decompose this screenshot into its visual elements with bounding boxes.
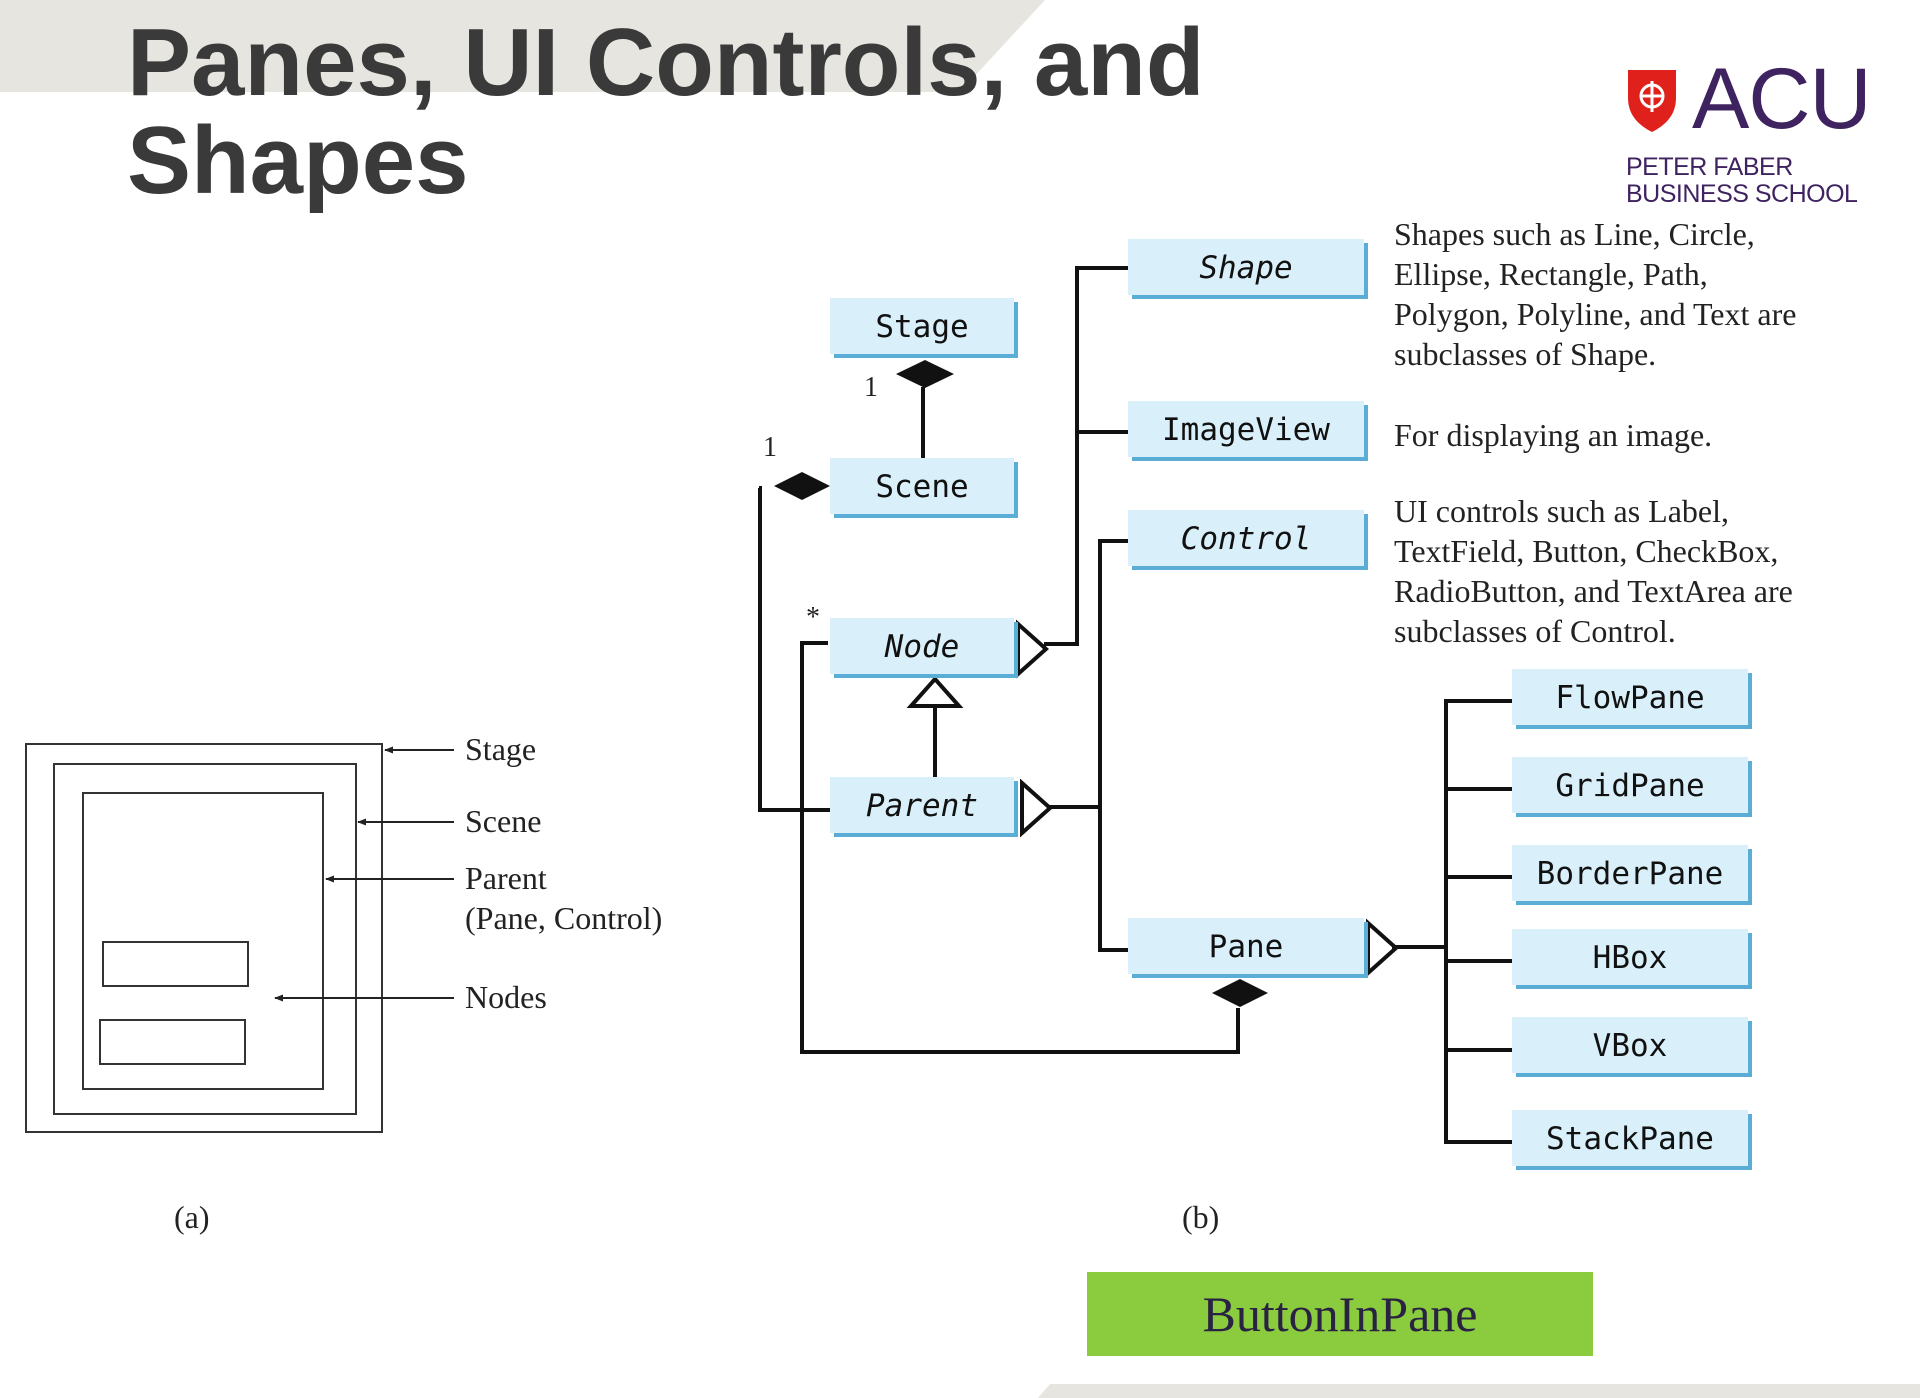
scene-rect (53, 763, 357, 1115)
class-label-scene: Scene (875, 469, 968, 505)
class-box-node: Node (830, 618, 1018, 678)
multiplicity-stage-scene: 1 (864, 372, 878, 403)
label-stage: Stage (465, 731, 536, 767)
pane-aggregation-diamond (1212, 979, 1268, 1007)
node-rect-2 (99, 1019, 246, 1065)
node-generalization-triangle-right (1016, 619, 1050, 679)
slide-title: Panes, UI Controls, and Shapes (127, 14, 1327, 210)
uml-diagram: 1 1 * Stage Scene Node Parent Shape (758, 216, 1796, 1235)
class-label-hbox: HBox (1593, 940, 1668, 976)
stage-rect (25, 743, 383, 1133)
class-box-borderpane: BorderPane (1512, 845, 1752, 905)
class-label-gridpane: GridPane (1555, 768, 1704, 804)
class-label-control: Control (1181, 521, 1312, 557)
note-shape-line4: subclasses of Shape. (1394, 336, 1656, 372)
bottom-background-band (1038, 1384, 1920, 1398)
acu-logo: ACU PETER FABER BUSINESS SCHOOL (1626, 56, 1876, 212)
label-parent: Parent (465, 860, 547, 896)
node-generalization-triangle-bottom (906, 675, 964, 708)
class-box-control: Control (1128, 510, 1368, 570)
class-label-flowpane: FlowPane (1555, 680, 1704, 716)
note-control-line4: subclasses of Control. (1394, 613, 1676, 649)
class-box-shape: Shape (1128, 239, 1368, 299)
label-nodes: Nodes (465, 979, 547, 1015)
class-label-parent: Parent (866, 788, 978, 824)
class-box-pane: Pane (1128, 918, 1368, 978)
uml-connectors (758, 266, 1512, 1144)
stage-composition-diamond (896, 360, 954, 388)
parent-rect (82, 792, 324, 1090)
caption-b: (b) (1182, 1199, 1219, 1235)
class-label-imageview: ImageView (1162, 412, 1330, 448)
control-pane-branch (1098, 539, 1128, 952)
note-control-line1: UI controls such as Label, (1394, 493, 1729, 529)
note-shape-line3: Polygon, Polyline, and Text are (1394, 296, 1796, 332)
acu-wordmark: ACU (1692, 51, 1872, 147)
pane-generalization-triangle (1366, 918, 1400, 978)
nesting-diagram: Stage Scene Parent (Pane, Control) Nodes… (25, 731, 662, 1235)
class-box-scene: Scene (830, 458, 1018, 518)
scene-composition-diamond (774, 472, 830, 500)
slide-title-line1: Panes, UI Controls, and (127, 9, 1205, 116)
class-label-shape: Shape (1199, 250, 1292, 286)
slide-title-line2: Shapes (127, 107, 469, 214)
note-shape-line1: Shapes such as Line, Circle, (1394, 216, 1755, 252)
class-box-stackpane: StackPane (1512, 1110, 1752, 1170)
top-background-band (0, 0, 1045, 92)
multiplicity-scene-parent: 1 (763, 432, 777, 463)
parent-generalization-triangle (1020, 778, 1054, 838)
multiplicity-pane-node: * (806, 602, 820, 633)
acu-shield-icon (1628, 70, 1676, 132)
class-box-vbox: VBox (1512, 1017, 1752, 1077)
label-scene: Scene (465, 803, 541, 839)
class-label-borderpane: BorderPane (1537, 856, 1724, 892)
acu-subtitle-line2: BUSINESS SCHOOL (1626, 180, 1858, 208)
class-label-stackpane: StackPane (1546, 1121, 1714, 1157)
pane-node-link (800, 641, 1240, 1054)
class-label-node: Node (884, 629, 960, 665)
node-rect-1 (102, 941, 249, 987)
note-imageview: For displaying an image. (1394, 417, 1712, 453)
acu-subtitle: PETER FABER BUSINESS SCHOOL (1626, 154, 1886, 208)
class-box-hbox: HBox (1512, 929, 1752, 989)
class-box-gridpane: GridPane (1512, 757, 1752, 817)
caption-a: (a) (174, 1199, 210, 1235)
note-control-line3: RadioButton, and TextArea are (1394, 573, 1793, 609)
class-box-stage: Stage (830, 298, 1018, 358)
class-box-imageview: ImageView (1128, 401, 1368, 461)
class-label-vbox: VBox (1593, 1028, 1668, 1064)
class-box-parent: Parent (830, 777, 1018, 837)
scene-parent-link (758, 486, 830, 812)
class-box-flowpane: FlowPane (1512, 669, 1752, 729)
class-label-stage: Stage (875, 309, 968, 345)
button-in-pane-link-button[interactable]: ButtonInPane (1087, 1272, 1593, 1356)
label-parent-kinds: (Pane, Control) (465, 900, 662, 936)
class-label-pane: Pane (1209, 929, 1284, 965)
note-control-line2: TextField, Button, CheckBox, (1394, 533, 1778, 569)
note-shape-line2: Ellipse, Rectangle, Path, (1394, 256, 1708, 292)
pane-subclass-branch (1444, 699, 1512, 1144)
shape-imageview-branch (1044, 266, 1128, 646)
acu-subtitle-line1: PETER FABER (1626, 153, 1793, 181)
